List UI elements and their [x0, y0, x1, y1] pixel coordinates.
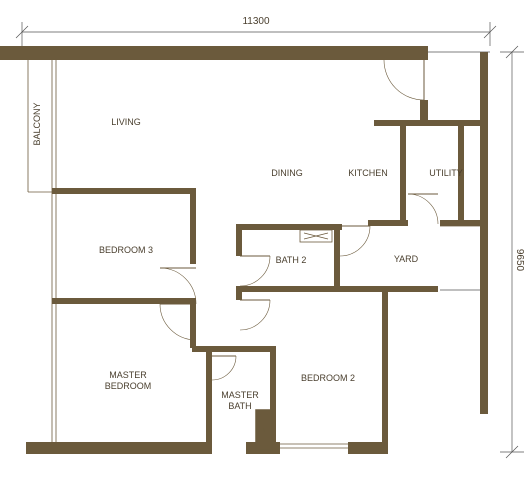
walls	[0, 46, 488, 454]
depth-dimension: 9650	[440, 45, 525, 459]
fixtures	[259, 229, 333, 447]
room-label-master-bedroom-1: MASTER	[109, 370, 147, 380]
doors	[159, 59, 439, 381]
width-label: 11300	[242, 16, 270, 27]
depth-label: 9650	[514, 249, 525, 272]
room-label-dining: DINING	[271, 168, 303, 178]
room-label-utility: UTILITY	[429, 168, 463, 178]
room-label-bath2: BATH 2	[276, 255, 307, 265]
room-label-living: LIVING	[111, 117, 141, 127]
width-dimension: 11300	[15, 16, 497, 53]
room-label-master-bath-1: MASTER	[221, 390, 259, 400]
room-label-master-bath-2: BATH	[228, 401, 251, 411]
room-label-yard: YARD	[394, 254, 419, 264]
room-label-bedroom2: BEDROOM 2	[301, 373, 355, 383]
room-label-kitchen: KITCHEN	[348, 168, 388, 178]
room-label-balcony: BALCONY	[32, 102, 42, 145]
room-label-bedroom3: BEDROOM 3	[99, 245, 153, 255]
windows	[276, 225, 480, 449]
room-label-master-bedroom-2: BEDROOM	[105, 381, 152, 391]
